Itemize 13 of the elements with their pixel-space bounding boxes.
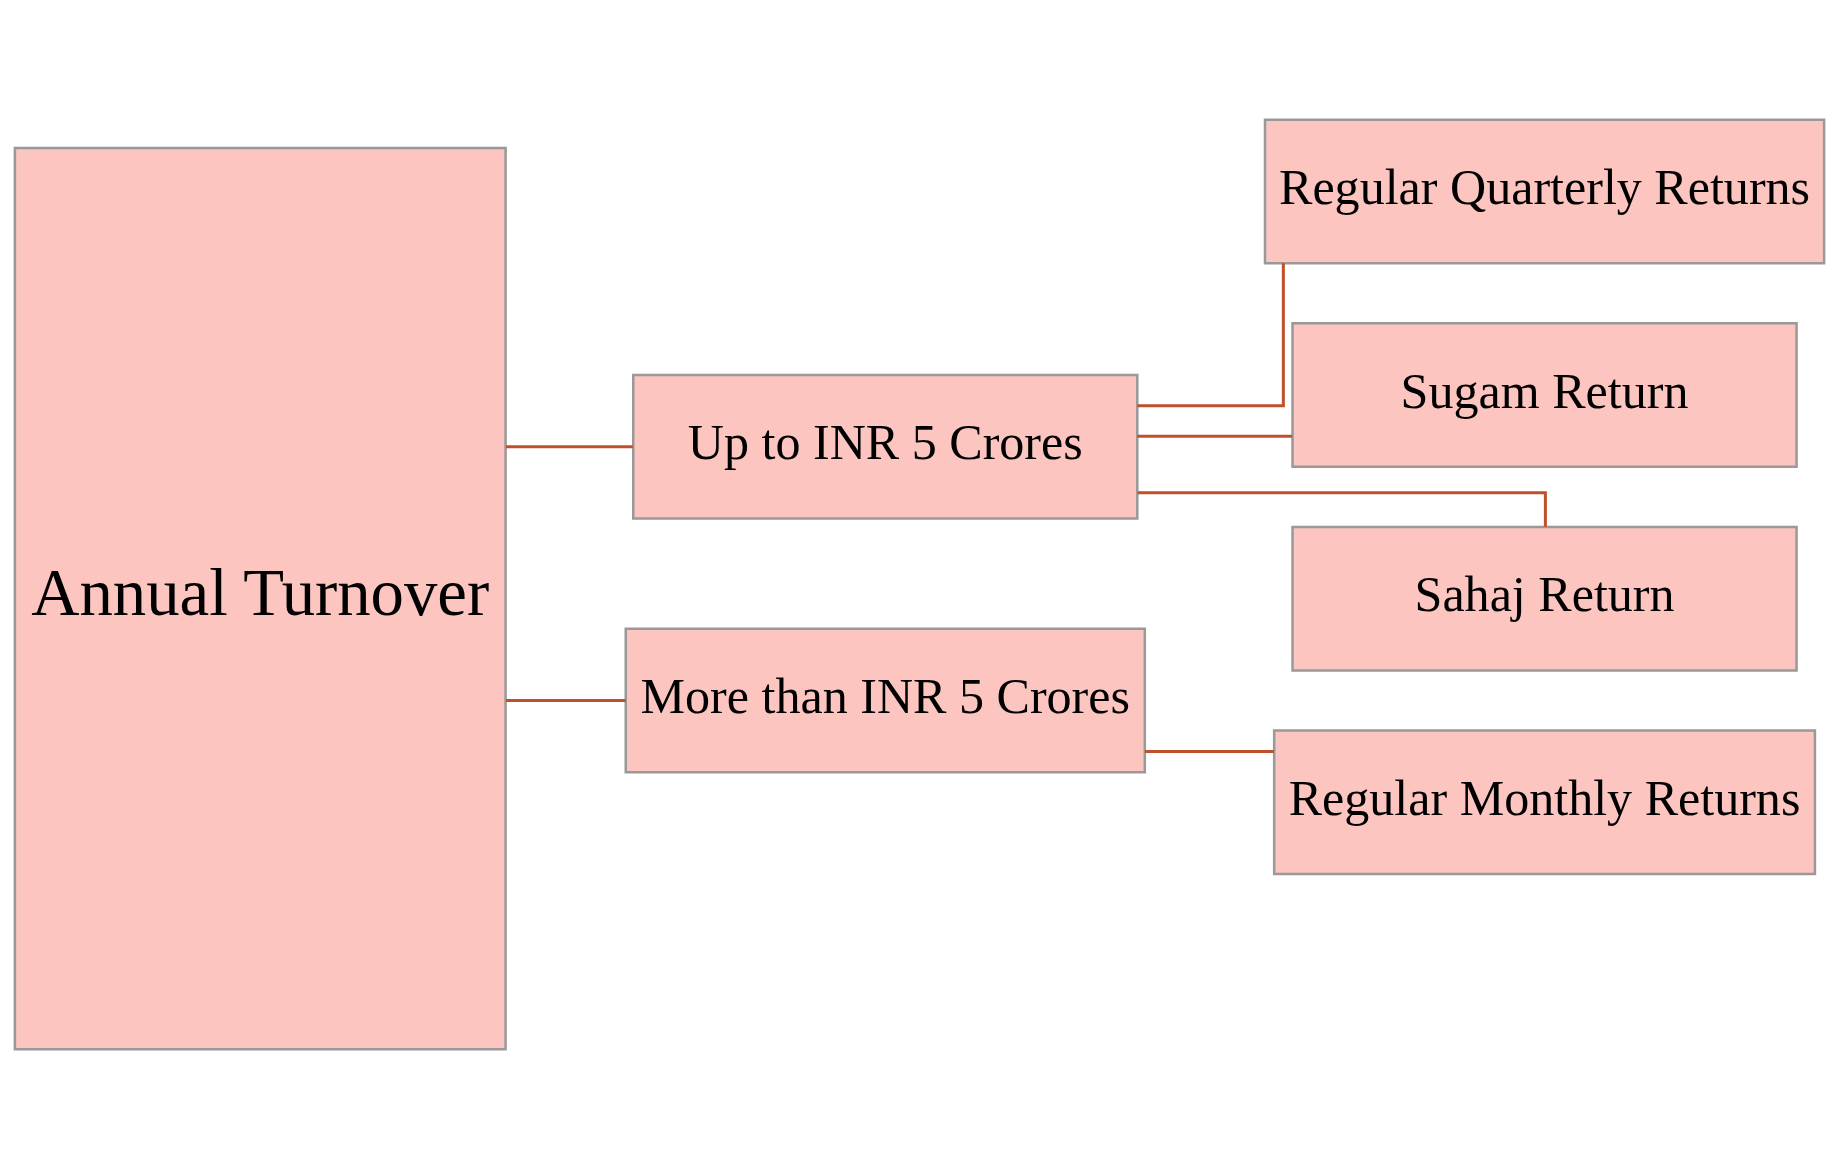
node-box: Annual Turnover (13, 146, 507, 1051)
node-box: Regular Quarterly Returns (1263, 118, 1826, 265)
node-box: Sahaj Return (1291, 525, 1798, 672)
connector (505, 699, 626, 702)
connector (1137, 434, 1293, 438)
node-box: Sugam Return (1291, 322, 1798, 469)
connector (1144, 749, 1274, 753)
connector (1137, 263, 1285, 408)
node-box: Up to INR 5 Crores (632, 373, 1139, 520)
connector (505, 445, 633, 449)
node-box: More than INR 5 Crores (624, 627, 1147, 774)
connector (1137, 491, 1547, 527)
node-box: Regular Monthly Returns (1272, 729, 1817, 876)
